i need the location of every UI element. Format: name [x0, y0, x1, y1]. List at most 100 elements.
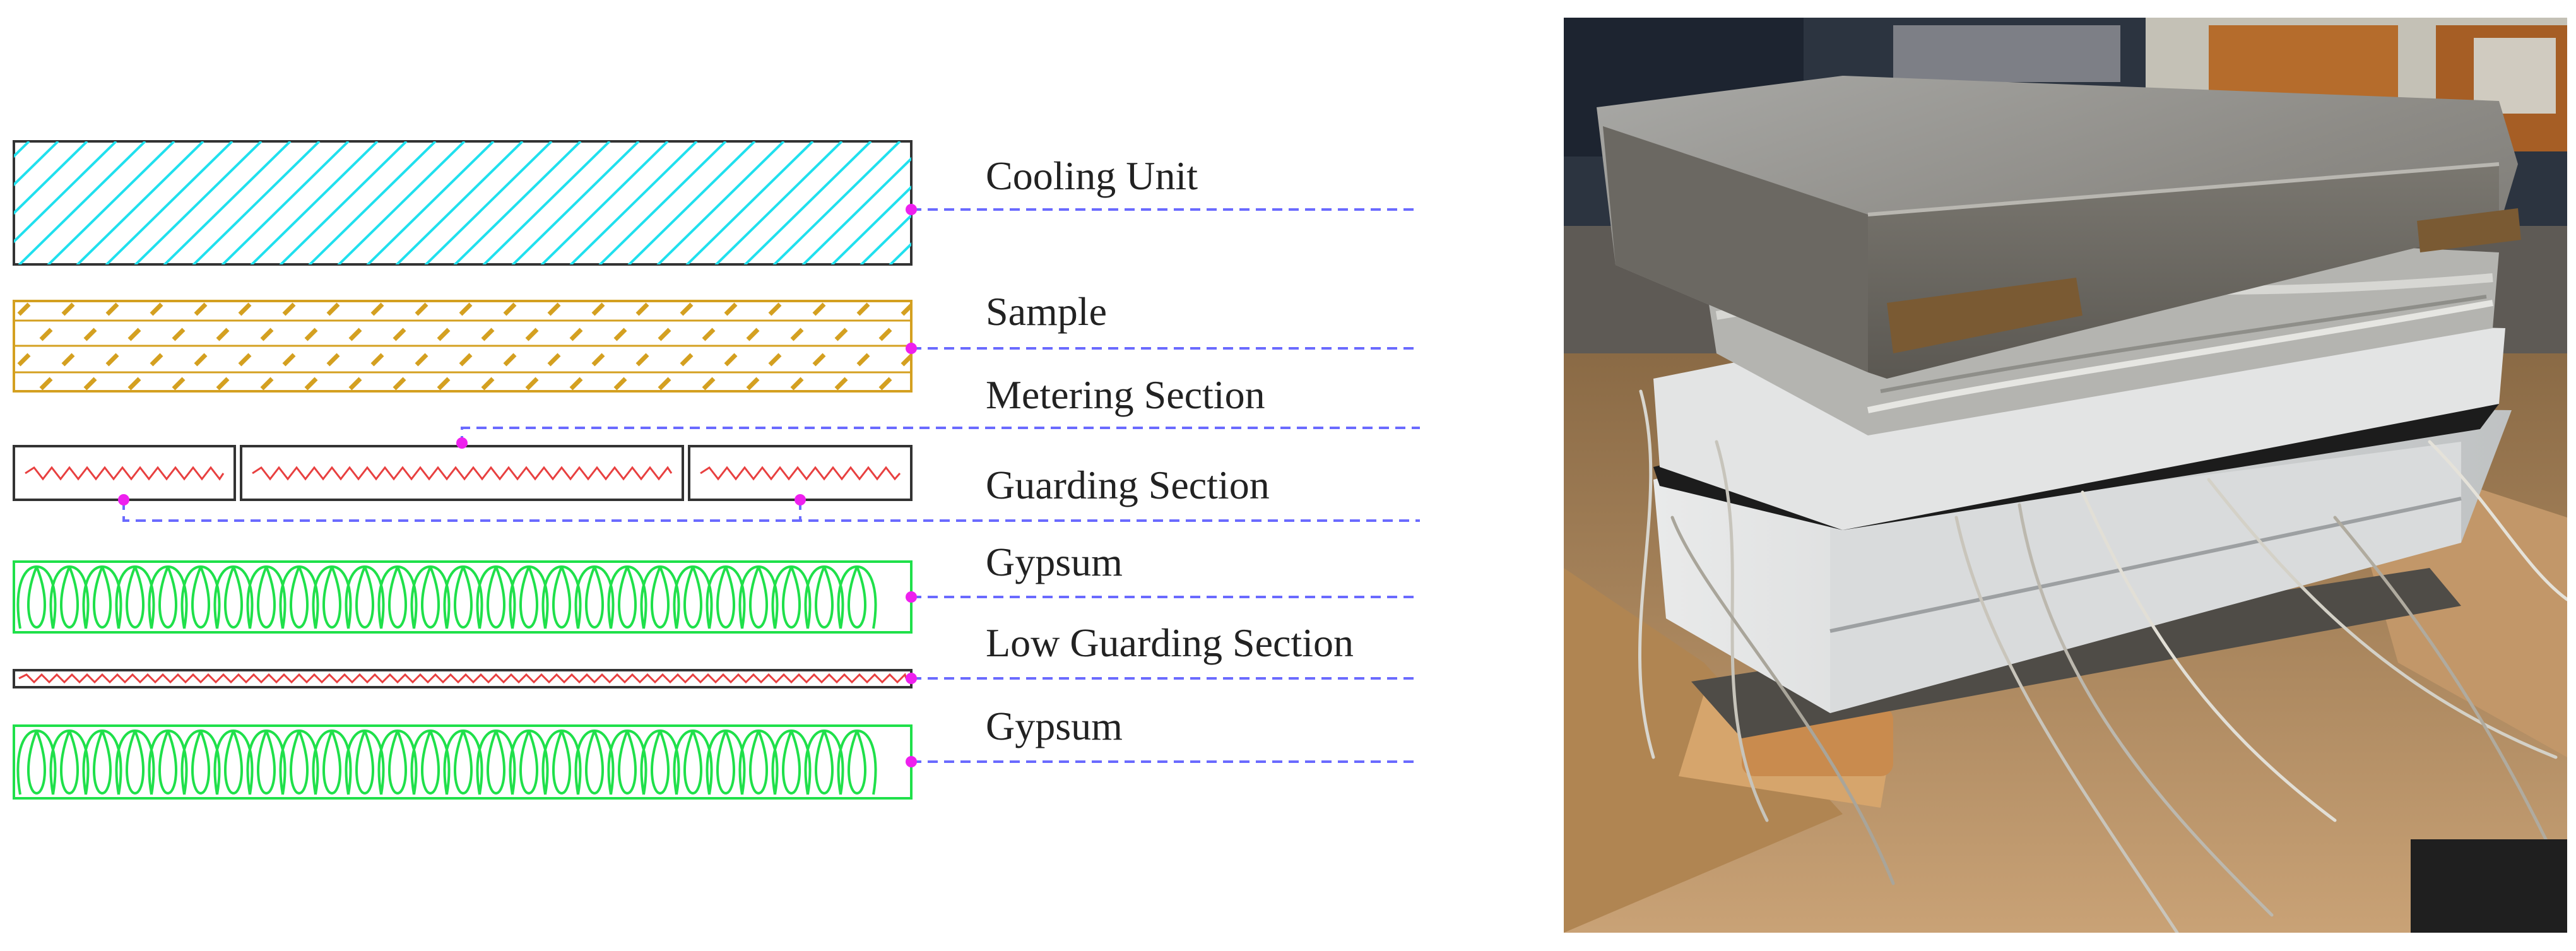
- sample-dash: [613, 328, 627, 341]
- leader-dots: [118, 204, 917, 767]
- sample-dash: [194, 353, 208, 367]
- sample-dash: [724, 302, 738, 316]
- sample-dash: [437, 328, 451, 341]
- label-gypsum-lower: Gypsum: [986, 704, 1123, 748]
- hatch-line: [424, 141, 553, 264]
- sample-dash: [635, 302, 649, 316]
- sample-dash: [150, 353, 163, 367]
- sample-dash: [260, 377, 274, 391]
- hatch-line: [163, 141, 292, 264]
- hatch-line: [395, 141, 524, 264]
- sample-dash: [901, 302, 911, 316]
- hatch-line: [889, 242, 911, 264]
- sample-dash: [282, 302, 296, 316]
- sample-dash: [746, 328, 760, 341]
- sample-dash: [856, 302, 870, 316]
- hatch-line: [221, 141, 350, 264]
- sample-dash: [878, 377, 892, 391]
- layer-labels: Cooling Unit Sample Metering Section Gua…: [986, 153, 1354, 748]
- sample-dash: [768, 353, 782, 367]
- hatch-line: [453, 141, 582, 264]
- sample-dash: [591, 302, 605, 316]
- sample-dash: [105, 302, 119, 316]
- sample-dash: [459, 353, 473, 367]
- sample-dash: [658, 328, 671, 341]
- sample-dash: [591, 353, 605, 367]
- sample-dash: [503, 353, 517, 367]
- sample-dash: [415, 353, 428, 367]
- dot-guarding-right: [795, 494, 806, 505]
- hatch-line: [743, 141, 872, 264]
- sample-dash: [415, 302, 428, 316]
- sample-layer: [13, 300, 913, 393]
- sample-dash: [525, 328, 539, 341]
- sample-dash: [216, 377, 230, 391]
- hatch-line: [14, 141, 59, 187]
- sample-dash: [613, 377, 627, 391]
- leader-guarding: [122, 500, 1420, 522]
- gypsum-layer-upper: [13, 560, 913, 634]
- dot-guarding-left: [118, 494, 129, 505]
- metering-box: [240, 445, 684, 501]
- sample-dash: [746, 377, 760, 391]
- cooling-unit-box: [13, 140, 913, 266]
- sample-dash: [834, 328, 848, 341]
- sample-dash: [525, 377, 539, 391]
- hatch-line: [105, 141, 233, 264]
- sample-dash: [260, 328, 274, 341]
- hatch-line: [569, 141, 698, 264]
- sample-dash: [790, 328, 804, 341]
- hatch-line: [337, 141, 466, 264]
- sample-dash: [61, 353, 75, 367]
- sample-dash: [348, 377, 362, 391]
- hatch-line: [714, 141, 843, 264]
- sample-dash: [856, 353, 870, 367]
- hatch-line: [18, 141, 146, 264]
- sample-dash: [127, 377, 141, 391]
- sample-dash: [127, 328, 141, 341]
- apparatus-photo: [1564, 18, 2567, 933]
- hatch-line: [860, 213, 911, 264]
- sample-dash: [437, 377, 451, 391]
- sample-dash: [216, 328, 230, 341]
- sample-dash: [547, 353, 561, 367]
- layer-diagram: Cooling Unit Sample Metering Section Gua…: [13, 140, 1420, 800]
- cooling-unit-hatch: [14, 141, 911, 264]
- sample-dash: [569, 377, 583, 391]
- hatch-line: [656, 141, 785, 264]
- sample-dash: [812, 353, 826, 367]
- sample-dash: [17, 302, 31, 316]
- sample-dash: [105, 353, 119, 367]
- sample-dash: [39, 377, 53, 391]
- sample-dash: [901, 353, 911, 367]
- guarding-metering-layer: [13, 445, 913, 501]
- cooling-unit-layer: [13, 140, 913, 266]
- sample-dash: [547, 302, 561, 316]
- sample-dash: [702, 328, 716, 341]
- sample-dash: [83, 328, 97, 341]
- hatch-line: [540, 141, 669, 264]
- hatch-line: [366, 141, 495, 264]
- gypsum-insulation-pattern-upper: [16, 565, 877, 629]
- sample-dash: [834, 377, 848, 391]
- sample-dash: [39, 328, 53, 341]
- sample-dash: [658, 377, 671, 391]
- hatch-line: [801, 157, 911, 264]
- label-guarding-section: Guarding Section: [986, 463, 1270, 507]
- leader-metering: [461, 427, 1420, 446]
- leader-lines: [122, 208, 1420, 763]
- hatch-line: [830, 185, 911, 264]
- sample-dash: [370, 302, 384, 316]
- sample-dash: [680, 353, 694, 367]
- sample-dash: [724, 353, 738, 367]
- sample-dash: [17, 353, 31, 367]
- hatch-line: [482, 141, 611, 264]
- sample-dash: [238, 353, 252, 367]
- sample-dash: [150, 302, 163, 316]
- hatch-line: [47, 141, 175, 264]
- sample-dash: [172, 377, 186, 391]
- sample-dash: [194, 302, 208, 316]
- sample-dash: [481, 328, 495, 341]
- guard-box-right: [688, 445, 913, 501]
- label-sample: Sample: [986, 289, 1107, 334]
